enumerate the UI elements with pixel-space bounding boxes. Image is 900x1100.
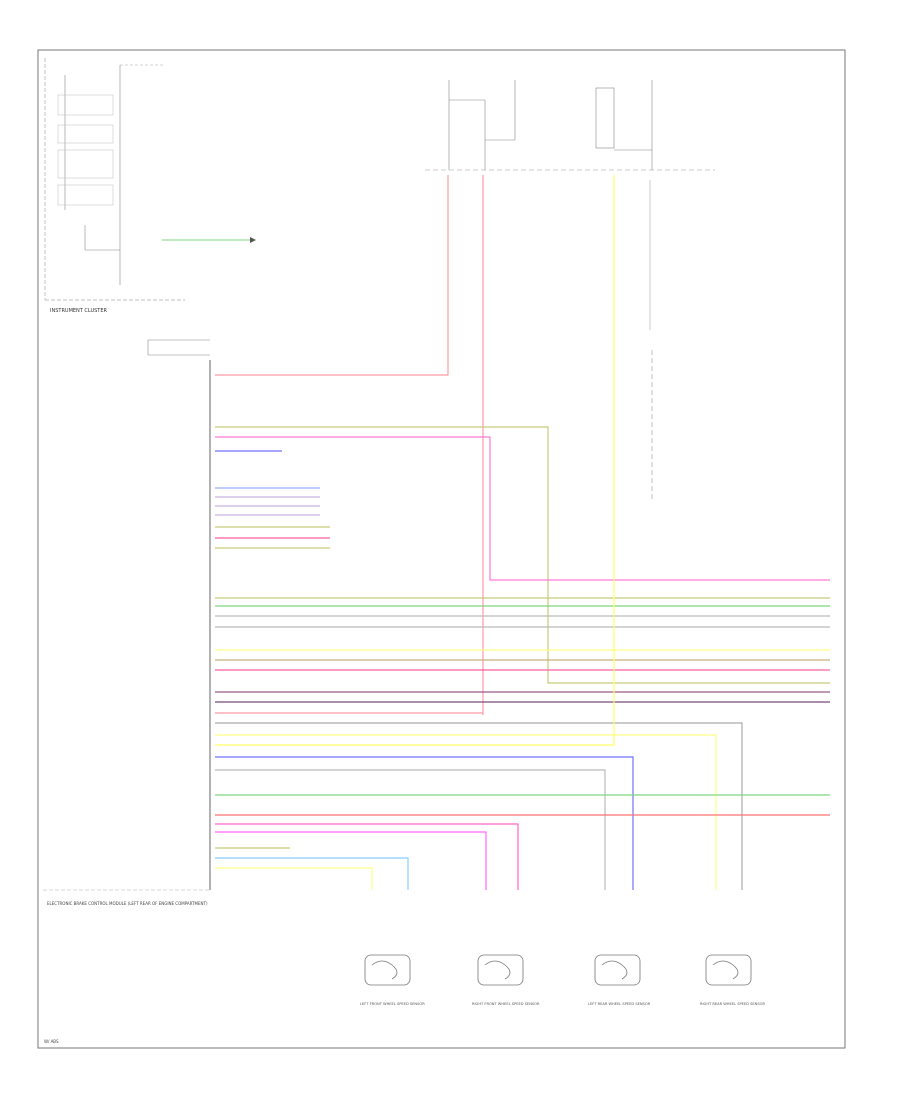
- sensors: LEFT FRONT WHEEL SPEED SENSOR RIGHT FRON…: [360, 954, 765, 1006]
- diagram-border: [37, 49, 846, 1049]
- sensor-left-rear: [594, 954, 641, 986]
- sensor-label-rf: RIGHT FRONT WHEEL SPEED SENSOR: [472, 1002, 540, 1006]
- sensor-label-lr: LEFT REAR WHEEL SPEED SENSOR: [588, 1002, 651, 1006]
- sensor-label-rr: RIGHT REAR WHEEL SPEED SENSOR: [700, 1002, 765, 1006]
- ebcm-label: ELECTRONIC BRAKE CONTROL MODULE (LEFT RE…: [47, 901, 208, 906]
- sensor-left-front: [364, 954, 411, 986]
- instrument-cluster: INSTRUMENT CLUSTER: [44, 58, 256, 314]
- sensor-label-lf: LEFT FRONT WHEEL SPEED SENSOR: [360, 1002, 425, 1006]
- fuse-switch-area: [425, 80, 715, 500]
- sensor-right-front: [477, 954, 524, 986]
- wire-lines: [215, 175, 830, 890]
- instrument-cluster-label: INSTRUMENT CLUSTER: [50, 308, 108, 314]
- sensor-right-rear: [705, 954, 752, 986]
- ebcm-connector: ELECTRONIC BRAKE CONTROL MODULE (LEFT RE…: [43, 339, 211, 906]
- footer-label: W/ ABS: [44, 1039, 59, 1044]
